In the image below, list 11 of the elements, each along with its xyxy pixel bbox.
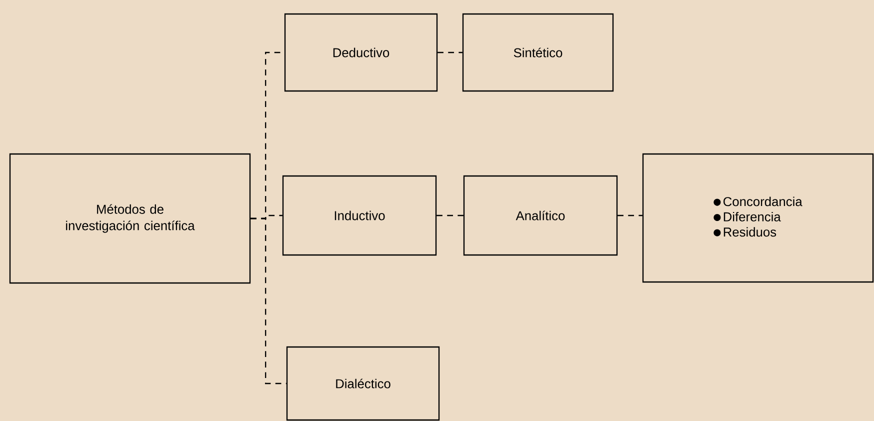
method-box: Analítico (463, 175, 618, 256)
connector-line (250, 218, 286, 384)
method-box: Deductivo (284, 13, 438, 92)
connector-line (436, 214, 464, 216)
method-box: Sintético (462, 13, 614, 92)
method-box: Dialéctico (286, 346, 440, 421)
list-box: Concordancia Diferencia Residuos (642, 153, 874, 283)
method-box: Inductivo (282, 175, 437, 256)
connector-line (438, 52, 462, 54)
connector-line (618, 214, 642, 216)
method-box: Métodos de investigación científica (9, 153, 251, 284)
